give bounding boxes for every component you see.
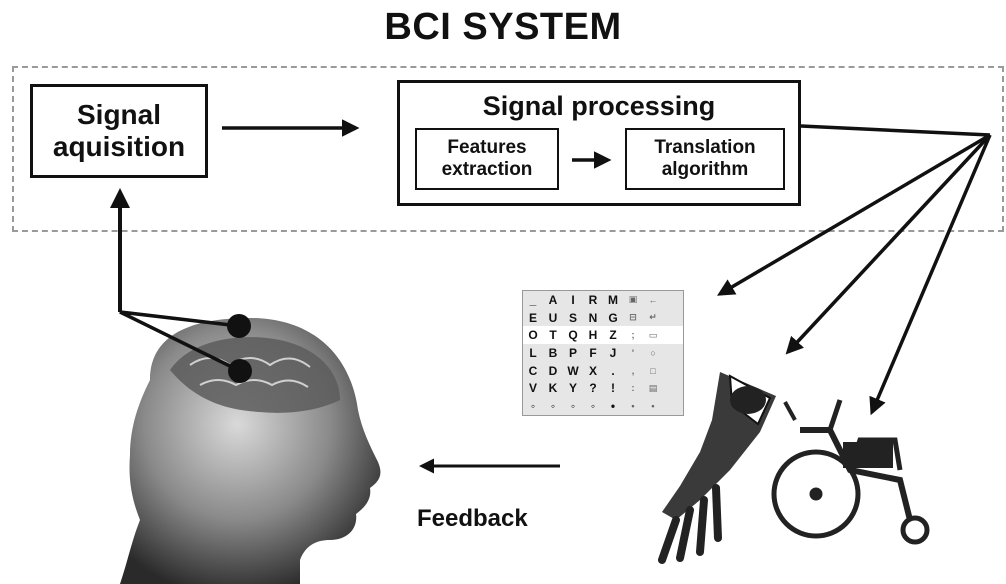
speller-cell: G <box>608 310 618 325</box>
speller-cell: N <box>588 310 598 325</box>
speller-cell: , <box>631 365 635 376</box>
speller-cell: ▭ <box>643 326 663 345</box>
speller-cell: • <box>651 401 655 412</box>
arrow-to-speller <box>716 133 991 296</box>
speller-cell: : <box>631 383 635 394</box>
speller-cell: ▤ <box>648 382 658 393</box>
output-line <box>800 124 991 137</box>
speller-cell: ' <box>631 347 635 358</box>
diagram-title: BCI SYSTEM <box>384 6 622 48</box>
speller-cell: ◦ <box>550 399 556 414</box>
features-extraction-line1: Features <box>447 137 527 159</box>
speller-cell: ↵ <box>649 312 657 323</box>
speller-cell: R <box>588 292 598 307</box>
speller-cell: B <box>548 345 558 360</box>
speller-cell: S <box>568 310 577 325</box>
speller-cell: K <box>548 381 558 396</box>
speller-cell: U <box>548 310 558 325</box>
speller-cell: ! <box>611 381 615 396</box>
speller-cell: ← <box>648 294 658 305</box>
speller-cell: E <box>528 310 537 325</box>
speller-cell: C <box>528 363 538 378</box>
arrow-to-prosthesis <box>785 133 992 355</box>
speller-cell: D <box>548 363 558 378</box>
speller-cell: V <box>528 381 537 396</box>
speller-cell: L <box>529 345 537 360</box>
speller-cell: ⊟ <box>629 312 637 323</box>
signal-acquisition-line1: Signal <box>76 98 161 130</box>
speller-cell: • <box>610 399 616 414</box>
speller-cell: A <box>548 292 558 307</box>
speller-cell: ◦ <box>570 399 576 414</box>
speller-cell: H <box>583 326 603 345</box>
arrow-to-wheelchair <box>869 134 992 416</box>
speller-cell: Q <box>563 326 583 345</box>
speller-cell: O <box>523 326 543 345</box>
speller-cell: T <box>543 326 563 345</box>
speller-cell: _ <box>529 292 537 307</box>
features-extraction-line2: extraction <box>441 159 533 180</box>
translation-algorithm-box: Translation algorithm <box>625 128 785 190</box>
speller-cell: Z <box>603 326 623 345</box>
speller-cell: ▣ <box>628 294 638 305</box>
speller-cell: F <box>589 345 597 360</box>
speller-cell <box>663 326 683 345</box>
features-extraction-box: Features extraction <box>415 128 559 190</box>
speller-cell: ? <box>589 381 597 396</box>
speller-cell: J <box>609 345 617 360</box>
speller-cell: W <box>567 363 579 378</box>
speller-cell: I <box>571 292 575 307</box>
speller-cell: M <box>608 292 618 307</box>
speller-cell: □ <box>650 365 656 376</box>
wheelchair-image <box>771 399 930 545</box>
speller-cell: ◦ <box>590 399 596 414</box>
speller-cell: X <box>588 363 597 378</box>
signal-acquisition-box: Signal aquisition <box>30 84 208 178</box>
speller-cell: ; <box>623 326 643 345</box>
bci-system-boundary <box>12 66 1004 232</box>
speller-cell: Y <box>568 381 577 396</box>
speller-cell: . <box>611 363 615 378</box>
prosthetic-arm-image <box>658 372 776 564</box>
feedback-label: Feedback <box>417 505 528 532</box>
speller-cell: ○ <box>650 347 656 358</box>
speller-cell: • <box>631 401 635 412</box>
speller-cell: P <box>568 345 577 360</box>
signal-processing-title: Signal processing <box>482 91 716 121</box>
translation-algorithm-line2: algorithm <box>661 159 749 180</box>
human-head-image <box>120 318 381 584</box>
translation-algorithm-line1: Translation <box>654 137 756 159</box>
speller-cell: ◦ <box>530 399 536 414</box>
signal-acquisition-line2: aquisition <box>52 131 186 162</box>
